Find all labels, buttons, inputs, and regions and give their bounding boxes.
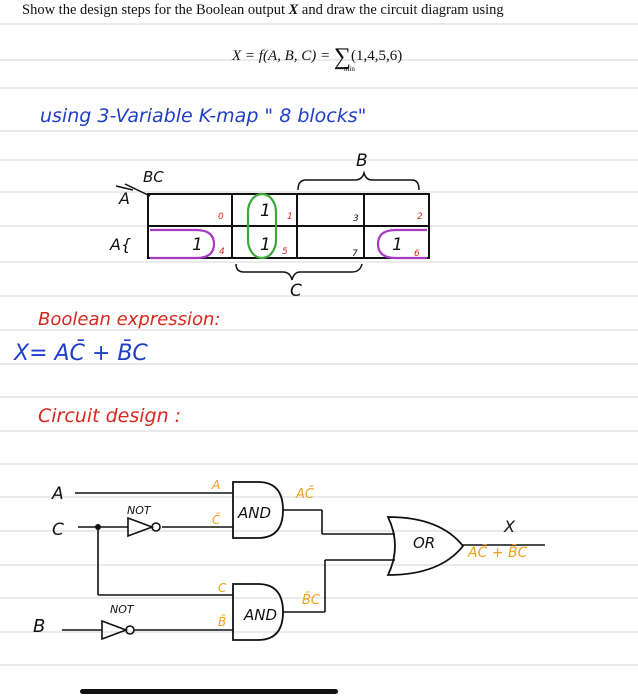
gate-annotations: A C̄ AC̄ C B̄ B̄C AC̄ + B̄C bbox=[211, 478, 528, 629]
cell-number: 4 bbox=[219, 247, 225, 257]
sigma-symbol: ∑ bbox=[333, 44, 352, 70]
home-indicator[interactable] bbox=[80, 689, 338, 694]
kmap-heading: using 3-Variable K-map " 8 blocks" bbox=[40, 105, 366, 127]
kmap-group-purple-right bbox=[376, 228, 427, 260]
and2-output-note: B̄C bbox=[302, 593, 321, 608]
or-gate-label: OR bbox=[413, 534, 435, 552]
kmap-c-label: C bbox=[290, 281, 302, 301]
or-gate bbox=[386, 516, 465, 576]
question-text: Show the design steps for the Boolean ou… bbox=[22, 2, 622, 19]
cell-number: 5 bbox=[282, 247, 288, 257]
kmap-b-label: B bbox=[356, 151, 368, 171]
minterm-list: (1,4,5,6) bbox=[351, 48, 403, 64]
kmap-one: 1 bbox=[192, 235, 203, 255]
not-gate-1-label: NOT bbox=[127, 504, 152, 517]
junction-dot bbox=[95, 524, 101, 530]
kmap-a-label: A{ bbox=[109, 235, 131, 254]
question-suffix: and draw the circuit diagram using bbox=[298, 2, 504, 18]
kmap-one: 1 bbox=[260, 235, 271, 255]
kmap-diagonal bbox=[124, 183, 151, 197]
cell-number: 0 bbox=[218, 212, 224, 222]
and1-input-c-note: C̄ bbox=[212, 513, 221, 527]
kmap-cell-numbers: 0 1 3 2 4 5 7 6 bbox=[218, 212, 423, 259]
kmap-b-brace bbox=[297, 170, 420, 191]
kmap-c-brace bbox=[235, 263, 363, 281]
and-gate-2 bbox=[232, 583, 284, 641]
kmap-bc-label: BC bbox=[143, 168, 164, 186]
and-gate-1 bbox=[232, 481, 284, 539]
cell-number: 6 bbox=[414, 249, 420, 259]
cell-number: 3 bbox=[353, 214, 359, 224]
and2-input-c-note: C bbox=[218, 581, 227, 595]
output-x-label: X bbox=[503, 517, 516, 536]
expression-equation: X= AC̄ + B̄C bbox=[13, 340, 148, 366]
ruled-lines bbox=[0, 23, 638, 666]
kmap-grid bbox=[147, 193, 430, 259]
kmap-ones: 1 1 1 1 bbox=[192, 201, 403, 255]
expression-heading: Boolean expression: bbox=[38, 309, 220, 330]
not-gate-2 bbox=[101, 619, 135, 641]
input-c-label: C bbox=[52, 520, 64, 540]
question-prefix: Show the design steps for the Boolean ou… bbox=[22, 2, 289, 18]
question-output-var: X bbox=[288, 2, 299, 18]
kmap-a-bar-label: A bbox=[118, 189, 130, 208]
not-gate-2-label: NOT bbox=[110, 603, 135, 616]
question-equation: X = f(A, B, C) = ∑(1,4,5,6) min bbox=[232, 40, 403, 73]
and1-output-note: AC̄ bbox=[295, 487, 315, 502]
circuit-heading: Circuit design : bbox=[38, 405, 181, 427]
circuit-wires bbox=[62, 492, 545, 631]
and-gate-2-label: AND bbox=[243, 606, 277, 624]
and1-input-a-note: A bbox=[211, 478, 220, 492]
kmap-a-bar-overline bbox=[115, 185, 134, 191]
kmap-one: 1 bbox=[392, 235, 403, 255]
output-expression: AC̄ + B̄C bbox=[467, 543, 528, 561]
equation-lhs: X = f(A, B, C) = bbox=[232, 48, 334, 64]
cell-number: 1 bbox=[287, 212, 293, 222]
kmap-one: 1 bbox=[260, 201, 271, 221]
not-gate-1 bbox=[127, 516, 161, 538]
input-a-label: A bbox=[51, 484, 64, 504]
and2-input-b-note: B̄ bbox=[218, 615, 226, 629]
kmap-group-purple-left bbox=[150, 228, 216, 260]
input-b-label: B bbox=[33, 616, 45, 637]
and-gate-1-label: AND bbox=[237, 504, 271, 522]
sigma-subscript: min bbox=[344, 65, 355, 73]
cell-number: 2 bbox=[417, 212, 423, 222]
kmap-group-green bbox=[246, 192, 278, 260]
cell-number: 7 bbox=[352, 249, 358, 259]
